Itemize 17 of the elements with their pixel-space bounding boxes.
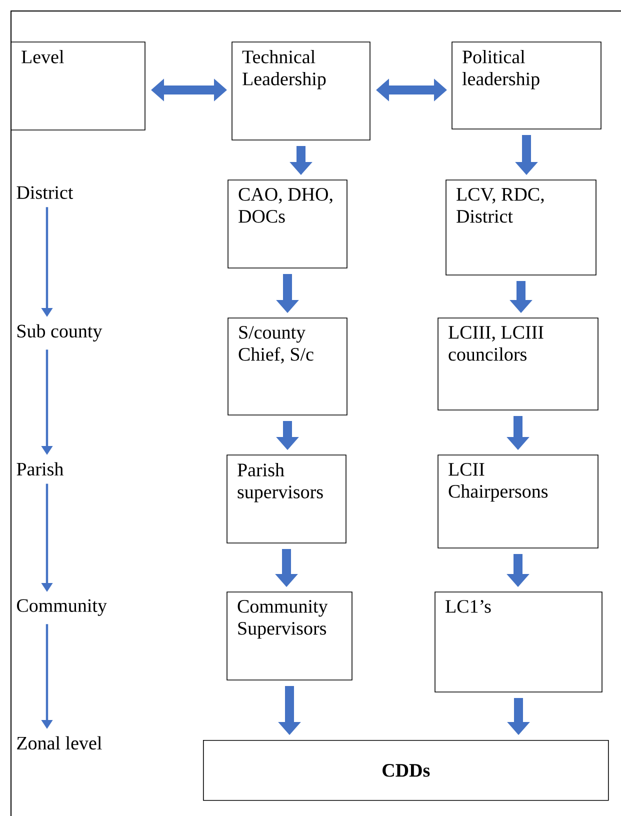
level-label: Parish (16, 462, 64, 476)
level-label: Community (16, 599, 107, 616)
process-box: Technical Leadership (232, 42, 370, 140)
process-box: S/county Chief, S/c (228, 318, 348, 416)
process-box: Parish supervisors (226, 454, 346, 544)
process-box: CAO, DHO, DOCs (228, 180, 348, 268)
level-label: Sub county (17, 324, 102, 342)
process-box: CDDs (203, 740, 609, 801)
level-label: District (16, 186, 74, 199)
process-box: LCIII, LCIII councilors (438, 318, 598, 410)
process-box: Community Supervisors (226, 592, 352, 680)
process-box: LC1’s (434, 592, 602, 692)
process-box: LCV, RDC, District (446, 180, 596, 276)
process-box: Political leadership (452, 42, 602, 130)
process-box: LCII Chairpersons (438, 454, 598, 548)
level-label: Zonal level (17, 736, 102, 750)
process-box: Level (10, 42, 146, 130)
